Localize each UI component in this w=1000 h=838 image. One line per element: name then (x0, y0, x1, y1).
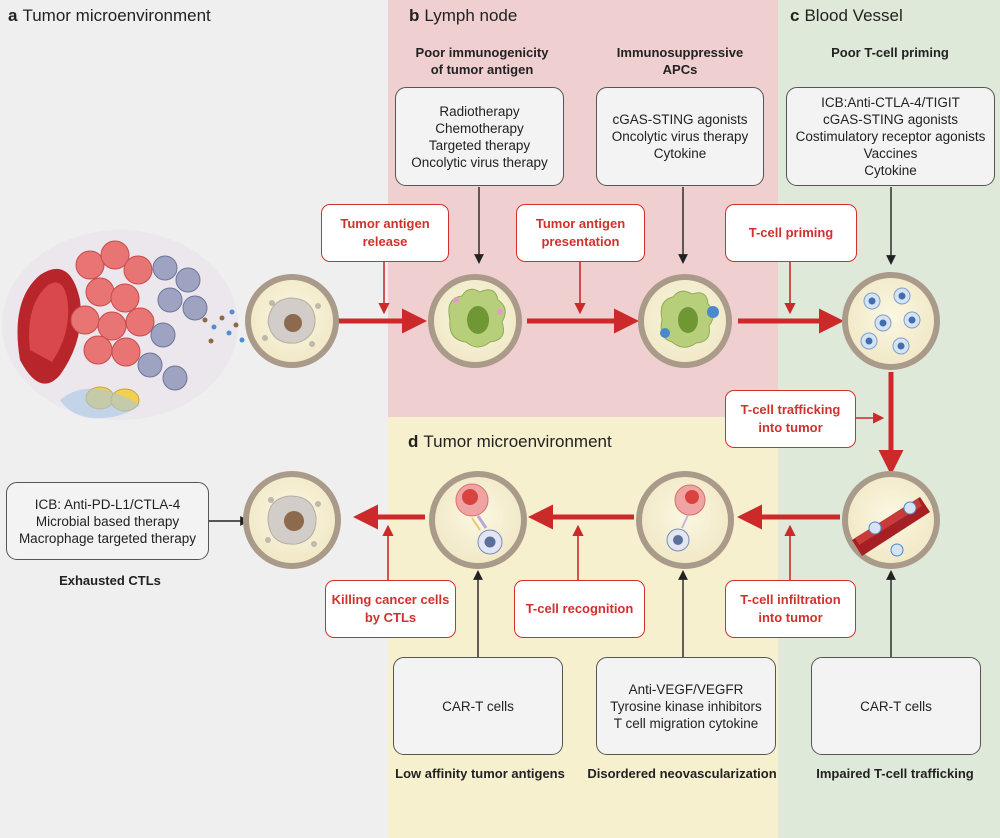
therapy-line: Tyrosine kinase inhibitors (610, 698, 762, 714)
therapy-line: Microbial based therapy (35, 513, 180, 529)
header-line: APCs (662, 62, 698, 77)
step-tumor-antigen-presentation: Tumor antigen presentation (516, 204, 645, 262)
tumor-antigen-circle (245, 274, 339, 368)
step-line: Killing cancer cells (331, 592, 450, 607)
header-poor-immunogenicity: Poor immunogenicity of tumor antigen (392, 44, 572, 78)
panel-d-label: Tumor microenvironment (423, 432, 612, 451)
step-line: T-cell trafficking (740, 402, 841, 417)
killing-circle (429, 471, 527, 569)
therapy-line: Targeted therapy (428, 137, 531, 153)
step-line: by CTLs (364, 610, 417, 625)
panel-b-letter: b (409, 6, 420, 25)
therapy-line: Cytokine (653, 146, 707, 161)
step-line: release (362, 234, 408, 249)
blood-vessel-circle (842, 471, 940, 569)
step-line: Tumor antigen (340, 216, 430, 231)
therapy-line: Radiotherapy (439, 103, 520, 119)
header-line: Impaired T-cell trafficking (816, 766, 974, 781)
dendritic-cell-circle (428, 274, 522, 368)
flow-arrows-top (330, 308, 904, 475)
header-line: Low affinity tumor antigens (395, 766, 565, 781)
therapy-line: ICB:Anti-CTLA-4/TIGIT (821, 95, 960, 110)
step-t-cell-recognition: T-cell recognition (514, 580, 645, 638)
therapy-connectors (209, 187, 896, 657)
therapy-line: ICB: Anti-PD-L1/CTLA-4 (34, 496, 181, 512)
header-poor-t-cell-priming: Poor T-cell priming (800, 44, 980, 61)
panel-a-background (0, 0, 388, 838)
therapy-line: Macrophage targeted therapy (18, 530, 197, 546)
panel-a-label: Tumor microenvironment (22, 6, 211, 25)
therapy-line: Anti-VEGF/VEGFR (628, 681, 744, 697)
step-connectors (378, 262, 885, 585)
step-line: T-cell infiltration (740, 592, 841, 607)
therapy-box-cart-left: CAR-T cells (393, 657, 563, 755)
step-line: Tumor antigen (535, 216, 626, 231)
header-immunosuppressive-apcs: Immunosuppressive APCs (590, 44, 770, 78)
therapy-line: cGAS-STING agonists (612, 112, 748, 127)
therapy-line: Costimulatory receptor agonists (795, 129, 986, 144)
therapy-line: Chemotherapy (435, 120, 524, 136)
header-line: Immunosuppressive (616, 45, 744, 60)
panel-c-label: Blood Vessel (804, 6, 903, 25)
apc-presentation-circle (638, 274, 732, 368)
panel-a-letter: a (8, 6, 18, 25)
tumor-mass-illustration (2, 230, 245, 420)
therapy-line: T cell migration cytokine (613, 715, 759, 731)
step-t-cell-infiltration: T-cell infiltration into tumor (725, 580, 856, 638)
therapy-box-vegf: Anti-VEGF/VEGFR Tyrosine kinase inhibito… (596, 657, 776, 755)
step-line: into tumor (758, 610, 823, 625)
therapy-line: Oncolytic virus therapy (411, 154, 548, 170)
therapy-line: Oncolytic virus therapy (611, 129, 749, 144)
therapy-box-radiotherapy: Radiotherapy Chemotherapy Targeted thera… (395, 87, 564, 186)
header-line: Exhausted CTLs (59, 573, 161, 588)
therapy-line: CAR-T cells (860, 698, 932, 714)
header-exhausted-ctls: Exhausted CTLs (10, 572, 210, 589)
step-t-cell-trafficking: T-cell trafficking into tumor (725, 390, 856, 448)
therapy-line: Vaccines (863, 146, 918, 161)
step-line: into tumor (758, 420, 823, 435)
step-line: T-cell priming (748, 225, 834, 240)
recognition-circle (636, 471, 734, 569)
therapy-line: Cytokine (864, 163, 917, 178)
t-cells-circle (842, 272, 940, 370)
step-t-cell-priming: T-cell priming (725, 204, 857, 262)
step-killing-cancer-cells: Killing cancer cells by CTLs (325, 580, 456, 638)
header-disordered-neovascularization: Disordered neovascularization (572, 765, 792, 782)
header-low-affinity: Low affinity tumor antigens (380, 765, 580, 782)
panel-b-label: Lymph node (424, 6, 518, 25)
therapy-line: CAR-T cells (442, 698, 514, 714)
step-line: presentation (541, 234, 620, 249)
header-line: of tumor antigen (430, 62, 534, 77)
therapy-box-icb-ctla4: ICB:Anti-CTLA-4/TIGIT cGAS-STING agonist… (786, 87, 995, 186)
header-line: Poor immunogenicity (415, 45, 549, 60)
step-line: T-cell recognition (525, 601, 634, 616)
panel-d-letter: d (408, 432, 419, 451)
header-impaired-trafficking: Impaired T-cell trafficking (795, 765, 995, 782)
therapy-box-icb-pdl1: ICB: Anti-PD-L1/CTLA-4 Microbial based t… (6, 482, 209, 560)
header-line: Poor T-cell priming (831, 45, 949, 60)
header-line: Disordered neovascularization (587, 766, 777, 781)
panel-c-letter: c (790, 6, 800, 25)
therapy-box-cgas-sting: cGAS-STING agonists Oncolytic virus ther… (596, 87, 764, 186)
therapy-line: cGAS-STING agonists (822, 112, 959, 127)
step-tumor-antigen-release: Tumor antigen release (321, 204, 449, 262)
therapy-box-cart-right: CAR-T cells (811, 657, 981, 755)
dead-tumor-circle (243, 471, 341, 569)
